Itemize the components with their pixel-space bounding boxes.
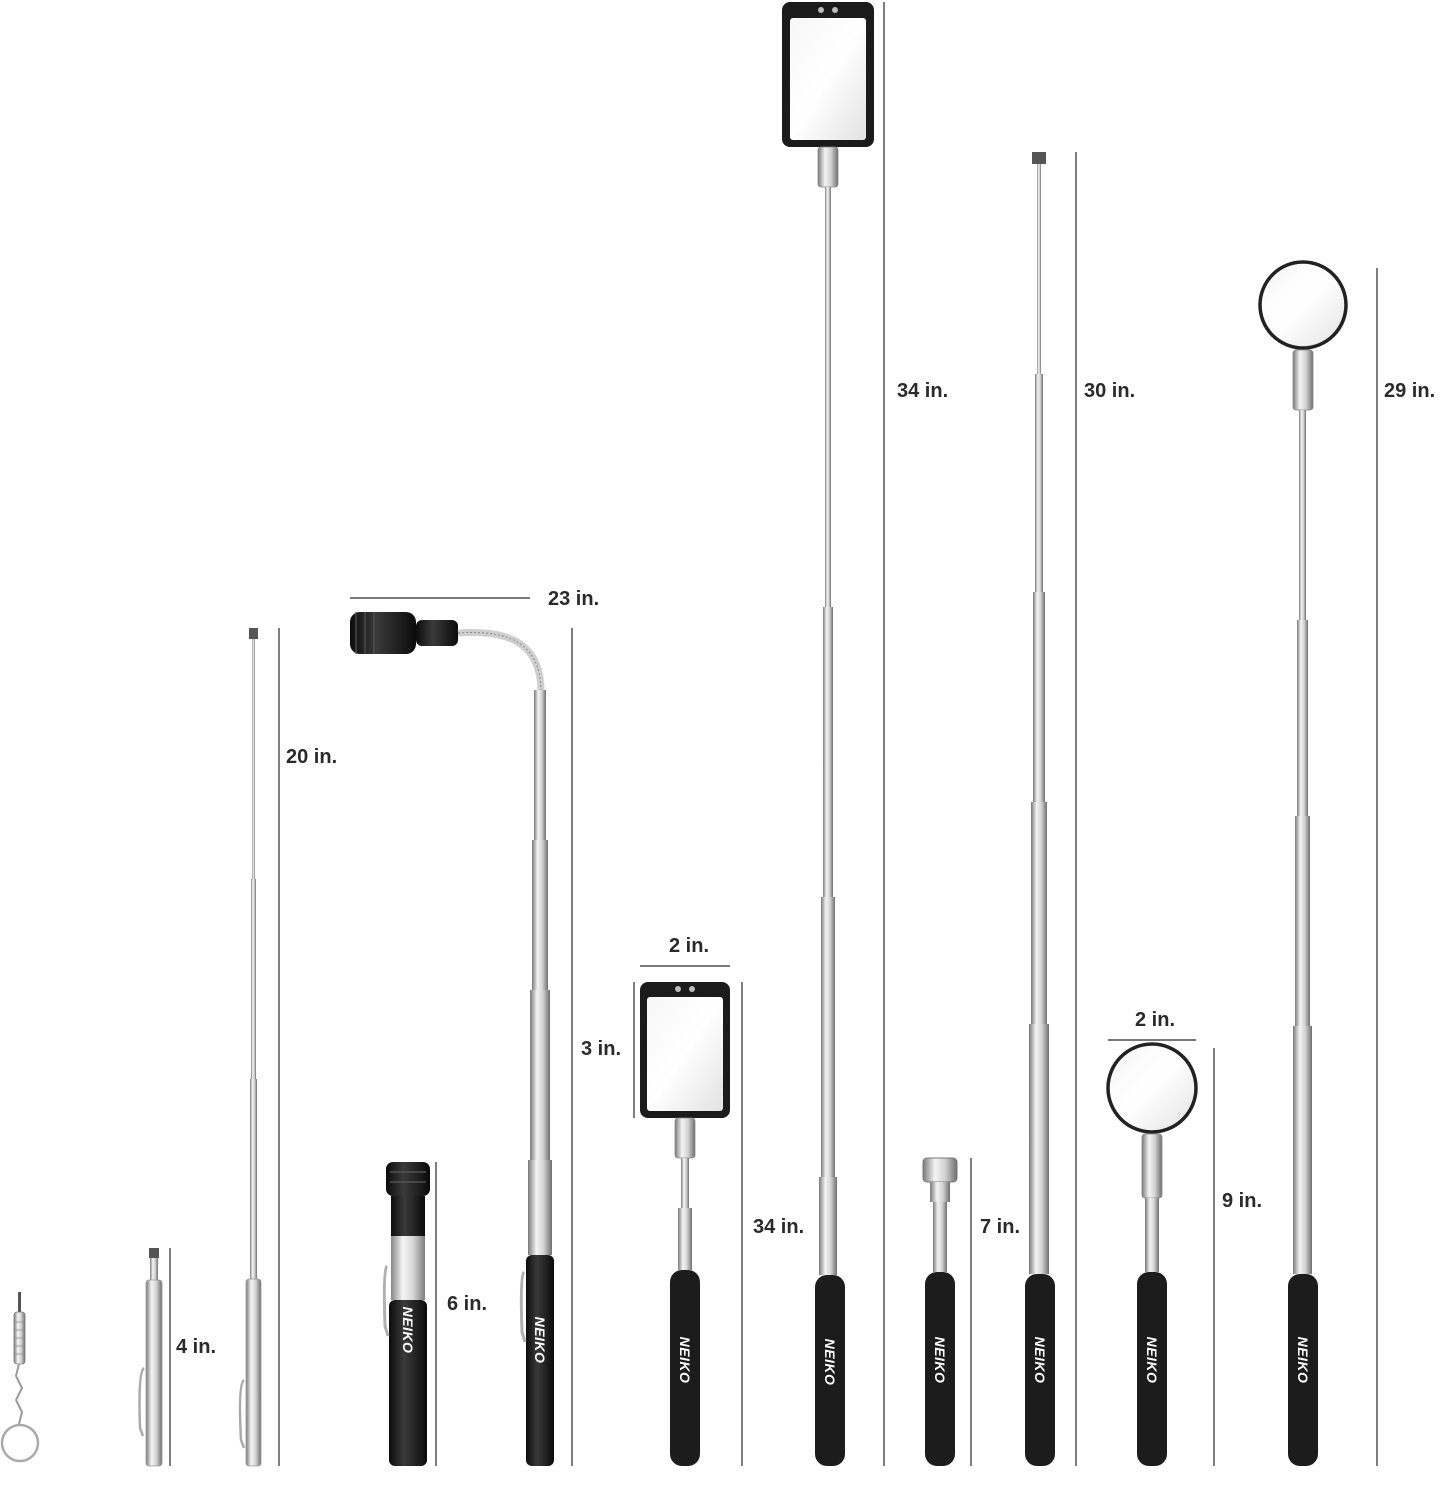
- dimension-lines: [169, 2, 1378, 1466]
- label-pickup-7in: 7 in.: [980, 1216, 1021, 1238]
- mini-screwdriver-keychain: [0, 1292, 40, 1463]
- neiko-brand-mark: NEIKO: [532, 1316, 548, 1364]
- led-flashlight-collapsed: [382, 1162, 430, 1466]
- rectangular-mirror-extended: [782, 2, 874, 1466]
- label-rect-mirror-34in: 34 in.: [753, 1216, 805, 1238]
- label-telescoping-20in: 20 in.: [286, 746, 338, 768]
- neiko-brand-mark: NEIKO: [822, 1338, 838, 1386]
- neiko-brand-mark: NEIKO: [677, 1336, 693, 1384]
- label-rect-mirror-extended-34in: 34 in.: [897, 380, 949, 402]
- round-mirror-extended: [1258, 260, 1348, 1466]
- neiko-brand-mark: NEIKO: [932, 1336, 948, 1384]
- label-flashlight-reach-23in: 23 in.: [548, 588, 600, 610]
- label-pocket-4in: 4 in.: [176, 1336, 217, 1358]
- round-mirror-collapsed: [1106, 1042, 1198, 1466]
- neiko-brand-mark: NEIKO: [1144, 1336, 1160, 1384]
- neiko-brand-mark: NEIKO: [400, 1306, 416, 1354]
- label-mirror-width-2in: 2 in.: [669, 935, 710, 957]
- label-mirror-height-3in: 3 in.: [581, 1038, 622, 1060]
- magnetic-pickup-extended: [1025, 152, 1055, 1466]
- label-round-mirror-2in: 2 in.: [1135, 1009, 1176, 1031]
- rectangular-mirror-small: [640, 982, 730, 1466]
- led-flashlight-extended: [350, 612, 554, 1466]
- label-round-mirror-9in: 9 in.: [1222, 1190, 1263, 1212]
- label-pickup-extended-30in: 30 in.: [1084, 380, 1136, 402]
- pocket-magnetic-pickup: [138, 1248, 163, 1467]
- neiko-brand-mark: NEIKO: [1032, 1336, 1048, 1384]
- neiko-brand-mark: NEIKO: [1295, 1336, 1311, 1384]
- label-flashlight-6in: 6 in.: [447, 1293, 488, 1315]
- magnetic-pickup-collapsed: [922, 1157, 958, 1466]
- telescoping-magnetic-pickup: [238, 628, 262, 1467]
- label-round-mirror-extended-29in: 29 in.: [1384, 380, 1436, 402]
